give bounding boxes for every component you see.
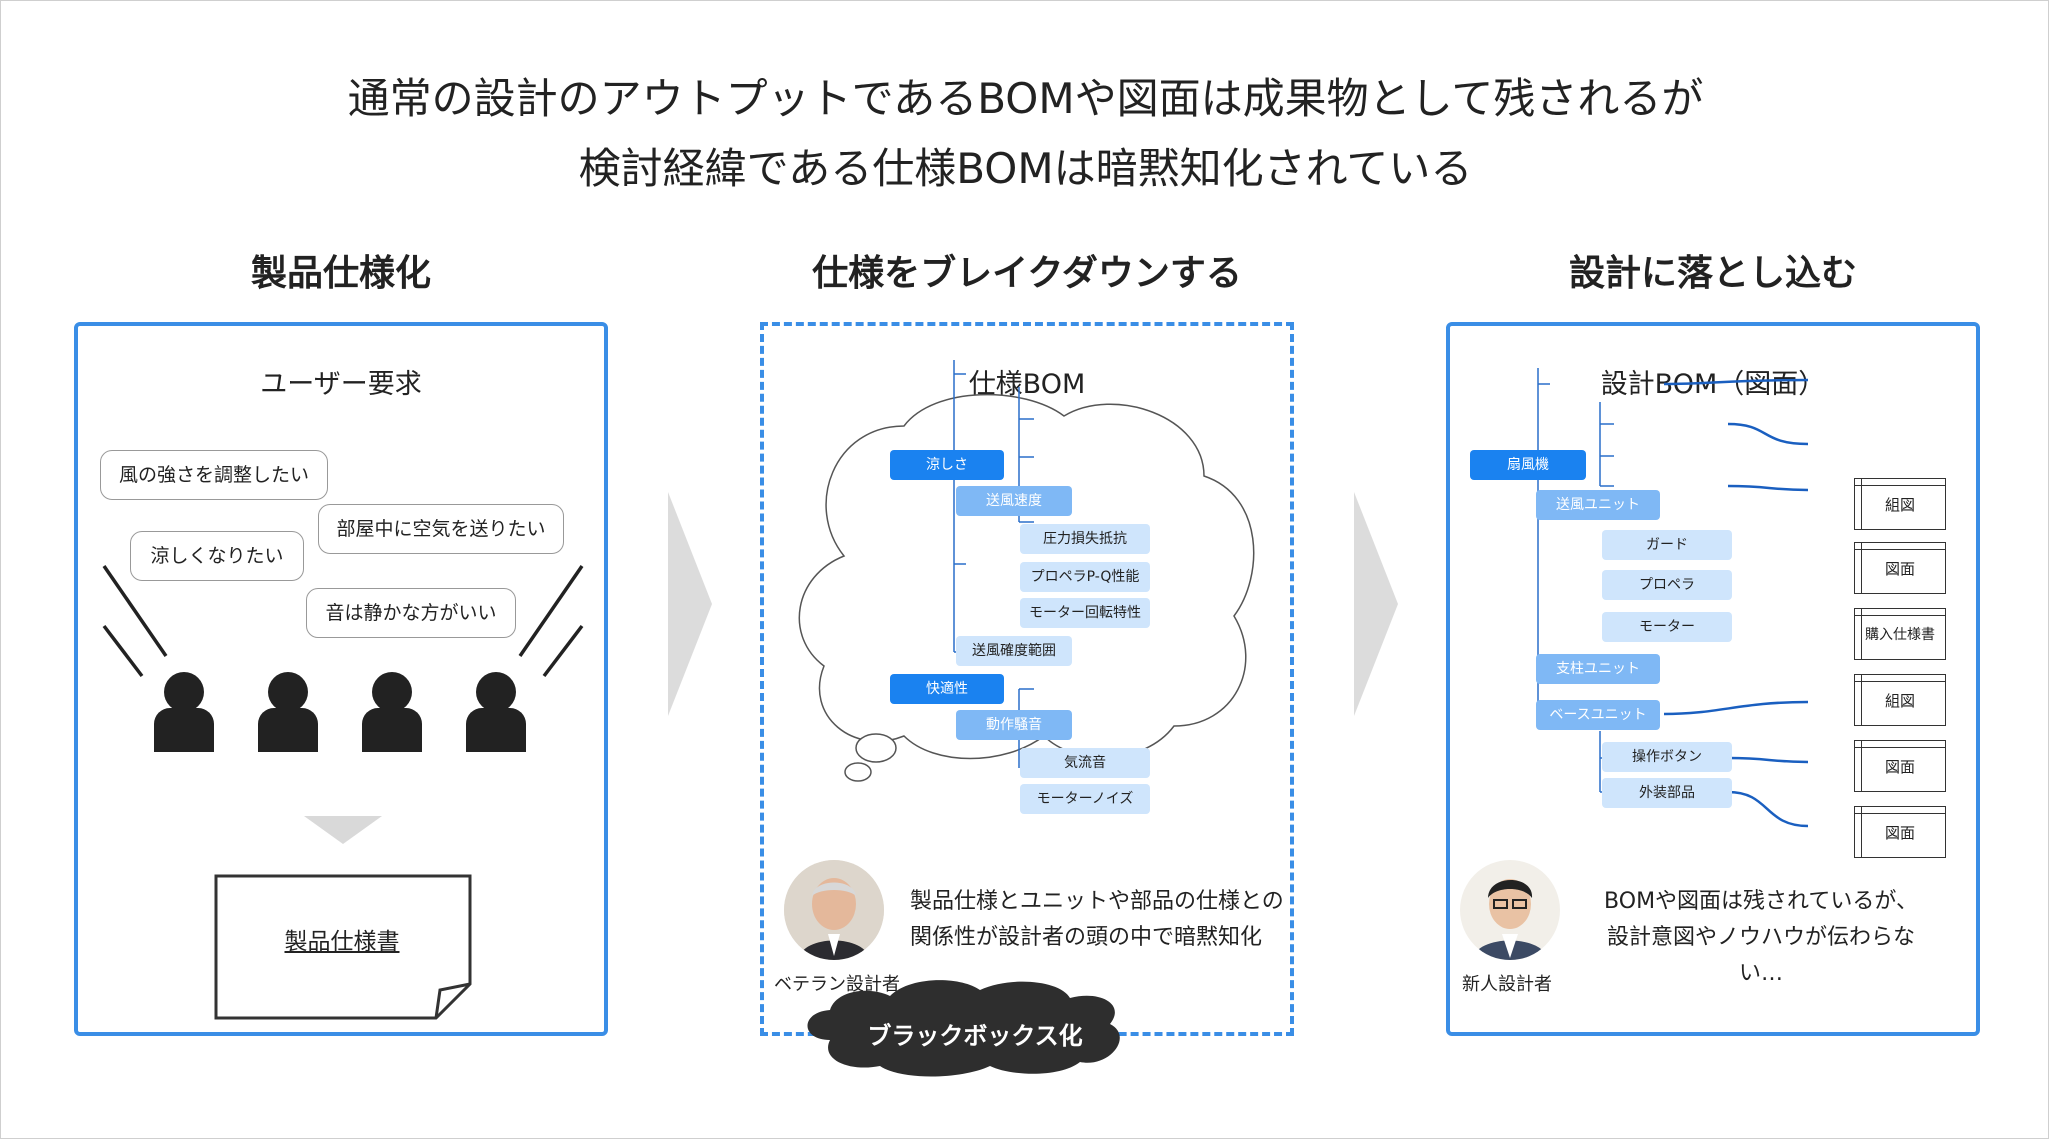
doc-drawing-3: 図面 xyxy=(1854,806,1946,858)
panel-title-design-bom: 設計BOM（図面） xyxy=(1600,369,1826,400)
request-bubble-air: 部屋中に空気を送りたい xyxy=(318,504,564,554)
design-bom-connectors xyxy=(1537,368,1809,828)
new-designer-comment-line-1: BOMや図面は残されているが、 xyxy=(1604,889,1918,914)
veteran-comment-line-1: 製品仕様とユニットや部品の仕様との xyxy=(910,889,1284,914)
flow-arrow-1 xyxy=(668,492,712,716)
spec-node-air-speed: 送風速度 xyxy=(956,486,1072,516)
down-arrow xyxy=(304,816,382,844)
veteran-designer-avatar xyxy=(784,860,884,960)
doc-drawing-2: 図面 xyxy=(1854,740,1946,792)
spec-node-comfort: 快適性 xyxy=(890,674,1004,704)
request-bubble-cool: 涼しくなりたい xyxy=(130,531,304,581)
request-bubble-quiet: 音は静かな方がいい xyxy=(306,588,516,638)
doc-purchase-spec: 購入仕様書 xyxy=(1854,608,1946,660)
spec-node-propeller-pq: プロペラP-Q性能 xyxy=(1020,562,1150,592)
user-person-2 xyxy=(258,672,318,752)
request-bubble-wind: 風の強さを調整したい xyxy=(100,450,328,500)
new-designer-avatar xyxy=(1460,860,1560,960)
doc-drawing-1: 図面 xyxy=(1854,542,1946,594)
veteran-comment-line-2: 関係性が設計者の頭の中で暗黙知化 xyxy=(910,925,1263,950)
panel-title-user-requirements: ユーザー要求 xyxy=(260,369,422,400)
doc-assembly-2: 組図 xyxy=(1854,674,1946,726)
heading-line-2: 検討経緯である仕様BOMは暗黙知化されている xyxy=(578,144,1473,193)
design-node-pillar-unit: 支柱ユニット xyxy=(1536,654,1660,684)
design-node-air-unit: 送風ユニット xyxy=(1536,490,1660,520)
spec-document-label: 製品仕様書 xyxy=(284,929,400,955)
design-node-button: 操作ボタン xyxy=(1602,742,1732,772)
user-person-3 xyxy=(362,672,422,752)
spec-document xyxy=(214,874,472,1020)
user-person-4 xyxy=(466,672,526,752)
veteran-designer-label: ベテラン設計者 xyxy=(774,974,900,995)
column-title-breakdown: 仕様をブレイクダウンする xyxy=(812,253,1242,294)
spec-node-motor-rotation: モーター回転特性 xyxy=(1020,598,1150,628)
design-node-fan: 扇風機 xyxy=(1470,450,1586,480)
voice-lines xyxy=(102,565,584,844)
spec-node-air-range: 送風確度範囲 xyxy=(956,636,1072,666)
spec-node-noise: 動作騒音 xyxy=(956,710,1072,740)
new-designer-comment-line-2: 設計意図やノウハウが伝わらない… xyxy=(1606,925,1915,986)
blackbox-label: ブラックボックス化 xyxy=(867,1022,1083,1050)
design-node-base-unit: ベースユニット xyxy=(1536,700,1660,730)
design-node-guard: ガード xyxy=(1602,530,1732,560)
user-person-1 xyxy=(154,672,214,752)
flow-arrow-2 xyxy=(1354,492,1398,716)
design-node-motor: モーター xyxy=(1602,612,1732,642)
column-title-design: 設計に落とし込む xyxy=(1568,253,1857,294)
design-node-propeller: プロペラ xyxy=(1602,570,1732,600)
heading-line-1: 通常の設計のアウトプットであるBOMや図面は成果物として残されるが xyxy=(347,74,1704,123)
panel-design-bom: 設計BOM（図面） 扇風機 送風ユニット ガード プロペラ モーター 支柱ユニッ… xyxy=(1446,322,1980,1036)
column-title-spec: 製品仕様化 xyxy=(250,253,431,294)
spec-node-motor-noise: モーターノイズ xyxy=(1020,784,1150,814)
new-designer-label: 新人設計者 xyxy=(1462,974,1552,995)
spec-node-pressure-loss: 圧力損失抵抗 xyxy=(1020,524,1150,554)
spec-node-coolness: 涼しさ xyxy=(890,450,1004,480)
doc-assembly-1: 組図 xyxy=(1854,478,1946,530)
panel-spec-bom: 仕様BOM 涼しさ 送風速度 圧力損失抵抗 プロペラP-Q性能 モーター回転特性… xyxy=(760,322,1294,1036)
design-node-exterior: 外装部品 xyxy=(1602,778,1732,808)
panel-product-spec: ユーザー要求 風の強さを調整したい 部屋中に空気を送りたい 涼しくなりたい 音は… xyxy=(74,322,608,1036)
spec-node-airflow-sound: 気流音 xyxy=(1020,748,1150,778)
